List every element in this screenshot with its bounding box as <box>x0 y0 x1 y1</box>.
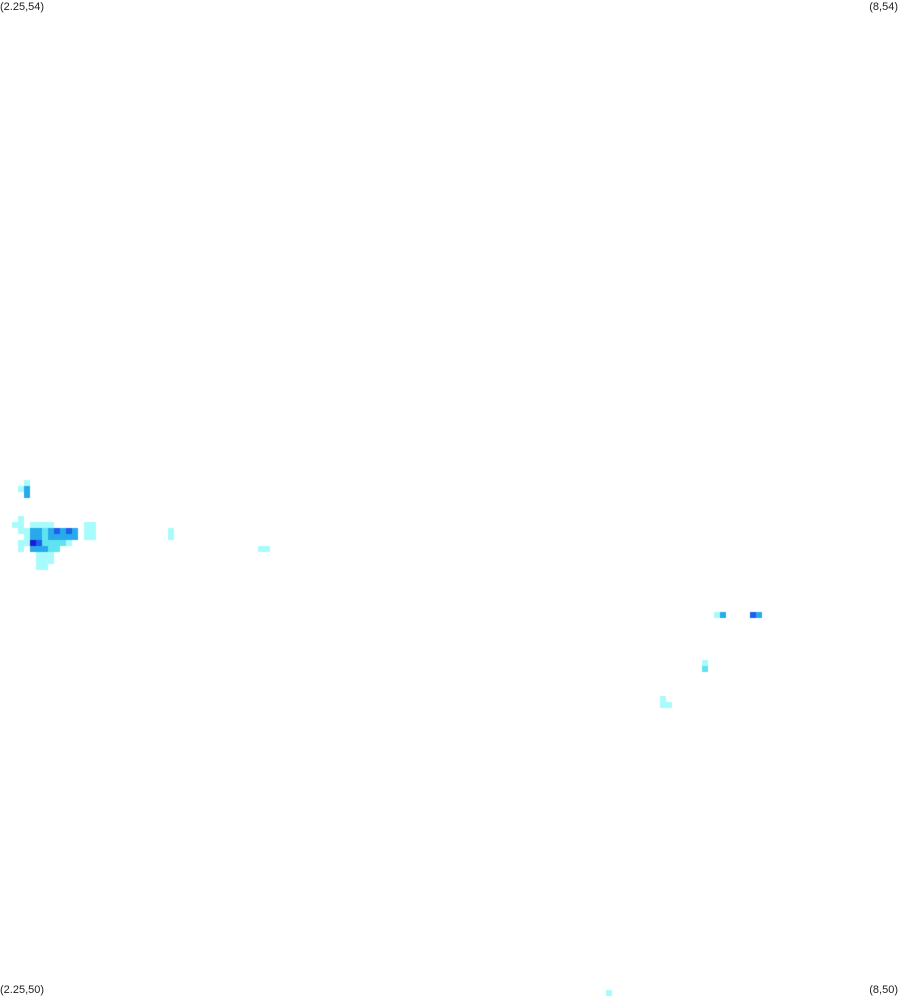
corner-label-top-left: (2.25,54) <box>0 1 45 13</box>
corner-label-bottom-left: (2.25,50) <box>0 984 45 996</box>
corner-label-bottom-right: (8,50) <box>869 984 898 996</box>
corner-label-top-right: (8,54) <box>869 1 898 13</box>
